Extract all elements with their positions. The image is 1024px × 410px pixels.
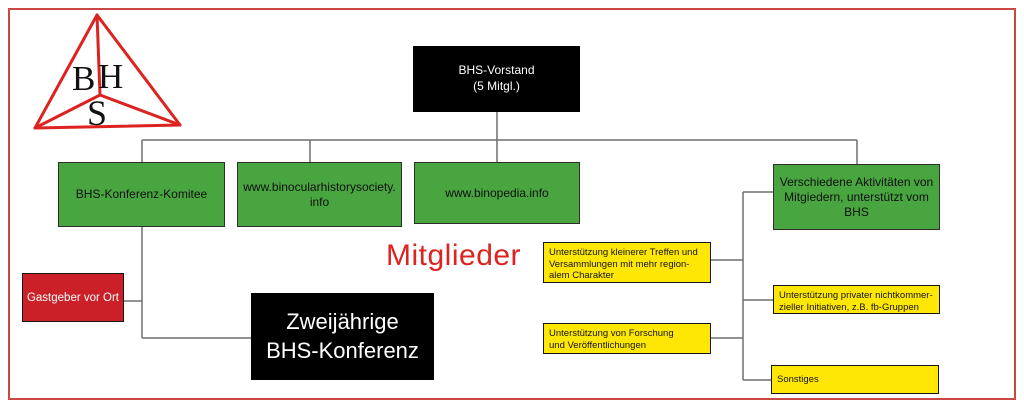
node-binocularhistorysociety-website: www.binocularhistorysociety. info bbox=[237, 162, 402, 227]
node-zweijaehrige-konferenz: Zweijährige BHS-Konferenz bbox=[251, 293, 434, 380]
node-unterstuetzung-treffen: Unterstützung kleinerer Treffen und Vers… bbox=[543, 242, 711, 283]
logo-letter-h: H bbox=[98, 57, 123, 96]
node-binocularhistorysociety-label: www.binocularhistorysociety. info bbox=[243, 179, 396, 209]
mitglieder-heading: Mitglieder bbox=[386, 239, 522, 272]
node-konferenz-komitee-label: BHS-Konferenz-Komitee bbox=[75, 187, 208, 201]
logo-fold-lines bbox=[33, 13, 182, 130]
logo-triangle-outline bbox=[33, 13, 182, 130]
logo-letter-s: S bbox=[87, 93, 107, 133]
node-mitglieder-aktivitaeten-label: Verschiedene Aktivitäten von Mitgiedern,… bbox=[779, 174, 934, 219]
node-bhs-vorstand: BHS-Vorstand (5 Mitgl.) bbox=[413, 46, 580, 112]
node-unterstuetzung-forschung: Unterstützung von Forschung und Veröffen… bbox=[543, 323, 711, 354]
node-binopedia-website: www.binopedia.info bbox=[414, 162, 580, 224]
node-zweijaehrige-konferenz-label: Zweijährige BHS-Konferenz bbox=[266, 308, 419, 363]
node-konferenz-komitee: BHS-Konferenz-Komitee bbox=[58, 162, 225, 227]
logo-letter-b: B bbox=[72, 59, 95, 98]
node-bhs-vorstand-label: BHS-Vorstand (5 Mitgl.) bbox=[458, 63, 535, 93]
node-sonstiges: Sonstiges bbox=[771, 365, 939, 394]
node-mitglieder-aktivitaeten: Verschiedene Aktivitäten von Mitgiedern,… bbox=[773, 164, 940, 230]
node-binopedia-label: www.binopedia.info bbox=[445, 185, 549, 200]
bhs-logo: B H S bbox=[33, 13, 182, 133]
node-gastgeber-label: Gastgeber vor Ort bbox=[26, 291, 120, 304]
node-unterstuetzung-initiativen: Unterstützung privater nichtkommer- ziel… bbox=[773, 285, 940, 314]
node-gastgeber-vor-ort: Gastgeber vor Ort bbox=[22, 273, 124, 322]
